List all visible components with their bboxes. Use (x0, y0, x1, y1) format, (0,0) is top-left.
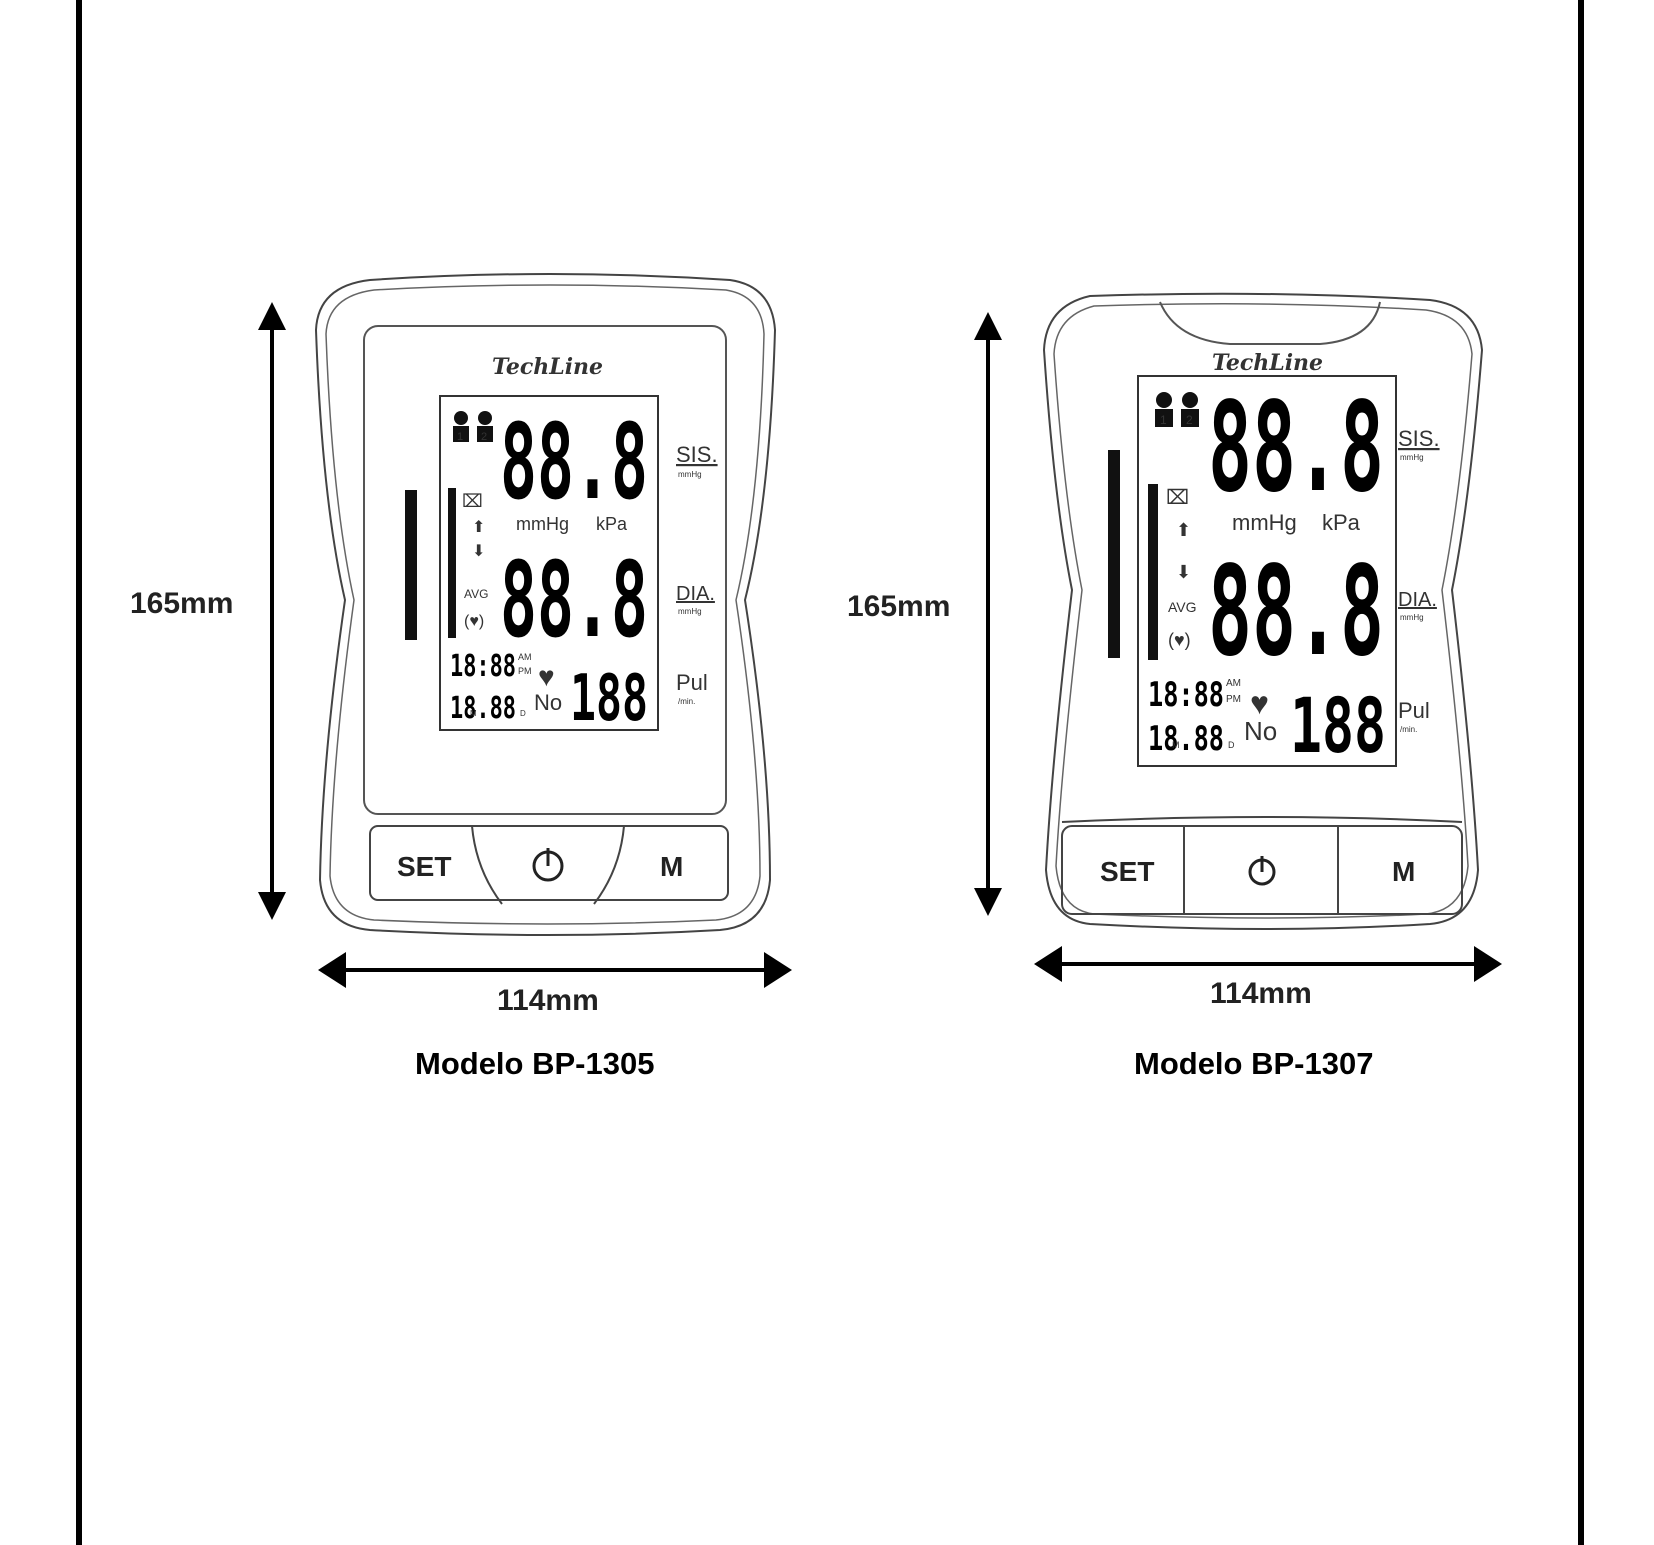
device-bp-1307: 165mm 114mm TechLine 1 2 (847, 292, 1502, 1010)
avg-label: AVG (464, 587, 488, 601)
sys-digits: 88.8 (1208, 376, 1384, 520)
set-button[interactable]: SET (1100, 856, 1154, 887)
level-bar-outer (405, 490, 417, 640)
no-label: No (1244, 716, 1277, 746)
power-button[interactable] (532, 848, 564, 882)
time-digits: 18:88 (1148, 675, 1224, 715)
pul-label: Pul (1398, 698, 1430, 723)
no-label: No (534, 690, 562, 715)
cuff-icon: ⌧ (1166, 487, 1189, 509)
model-caption-bp-1307: Modelo BP-1307 (1134, 1046, 1374, 1081)
height-label: 165mm (130, 587, 233, 620)
set-button[interactable]: SET (397, 851, 451, 882)
level-bar-inner (448, 488, 456, 638)
dia-digits: 88.8 (500, 539, 648, 661)
pul-unit: /min. (678, 697, 695, 706)
svg-text:2: 2 (1186, 413, 1193, 427)
heart-pulse-icon: (♥) (1168, 630, 1191, 650)
month-label: M (470, 709, 477, 718)
arrow-down-icon: ⬇ (472, 543, 485, 560)
device-body (1042, 292, 1484, 930)
pulse-digits: 188 (1290, 681, 1386, 770)
sis-label: SIS. (676, 442, 718, 467)
pul-label: Pul (676, 670, 708, 695)
sis-unit: mmHg (678, 470, 702, 479)
heart-icon: ♥ (1250, 685, 1269, 721)
brand-logo: TechLine (1212, 350, 1323, 376)
level-bar-inner (1148, 484, 1158, 660)
cuff-icon: ⌧ (462, 491, 483, 511)
dia-label: DIA. (1398, 589, 1437, 611)
pm-label: PM (1226, 694, 1241, 705)
day-label: D (1228, 740, 1235, 750)
pm-label: PM (518, 666, 532, 676)
arrow-down-icon: ⬇ (1176, 562, 1191, 582)
width-dimension: 114mm (1034, 946, 1502, 1010)
height-label: 165mm (847, 590, 950, 623)
m-button[interactable]: M (660, 851, 683, 882)
heart-pulse-icon: (♥) (464, 613, 484, 630)
width-label: 114mm (1210, 977, 1312, 1010)
dia-label: DIA. (676, 583, 715, 605)
page-border-left (76, 0, 82, 1545)
user-2-icon: 2 (477, 411, 493, 443)
am-label: AM (518, 652, 532, 662)
dia-unit: mmHg (1400, 613, 1424, 622)
unit-kpa: kPa (596, 514, 628, 534)
height-dimension: 165mm (847, 312, 1002, 916)
level-bar-outer (1108, 450, 1120, 658)
sis-label: SIS. (1398, 426, 1440, 451)
arrow-up-icon: ⬆ (1176, 520, 1191, 540)
dia-digits: 88.8 (1208, 540, 1384, 684)
unit-mmhg: mmHg (516, 514, 569, 534)
page-border-right (1578, 0, 1584, 1545)
month-label: M (1172, 740, 1180, 750)
avg-label: AVG (1168, 599, 1197, 615)
device-body (314, 273, 777, 936)
svg-text:1: 1 (457, 431, 463, 443)
dia-unit: mmHg (678, 607, 702, 616)
date-digits: 18.88 (1148, 719, 1224, 759)
pulse-digits: 188 (570, 662, 648, 736)
svg-text:2: 2 (481, 431, 487, 443)
am-label: AM (1226, 678, 1241, 689)
sys-digits: 88.8 (500, 401, 648, 523)
width-dimension: 114mm (318, 952, 792, 1017)
m-button[interactable]: M (1392, 856, 1415, 887)
brand-logo: TechLine (492, 354, 603, 380)
button-row (369, 825, 729, 905)
user-2-icon: 2 (1181, 392, 1199, 427)
power-button[interactable] (1248, 856, 1276, 886)
date-digits: 18.88 (450, 691, 516, 726)
unit-kpa: kPa (1322, 510, 1361, 535)
arrow-up-icon: ⬆ (472, 519, 485, 536)
button-row (1061, 816, 1463, 915)
model-caption-bp-1305: Modelo BP-1305 (415, 1046, 655, 1081)
user-1-icon: 1 (453, 411, 469, 443)
unit-mmhg: mmHg (1232, 510, 1297, 535)
lcd-screen: 1 2 ⌧ ⬆ ⬇ AVG (♥) 88.8 mmHg kPa 88.8 18:… (405, 395, 659, 736)
pul-unit: /min. (1400, 725, 1417, 734)
svg-text:1: 1 (1160, 413, 1167, 427)
day-label: D (520, 709, 526, 718)
device-bp-1305: 165mm 114mm TechLine (130, 273, 792, 1017)
sis-unit: mmHg (1400, 453, 1424, 462)
width-label: 114mm (497, 984, 599, 1017)
time-digits: 18:88 (450, 649, 516, 684)
lcd-screen: 1 2 ⌧ ⬆ ⬇ AVG (♥) 88.8 mmHg kPa 88.8 18:… (1108, 375, 1397, 770)
height-dimension: 165mm (130, 302, 286, 920)
user-1-icon: 1 (1155, 392, 1173, 427)
heart-icon: ♥ (538, 661, 555, 692)
